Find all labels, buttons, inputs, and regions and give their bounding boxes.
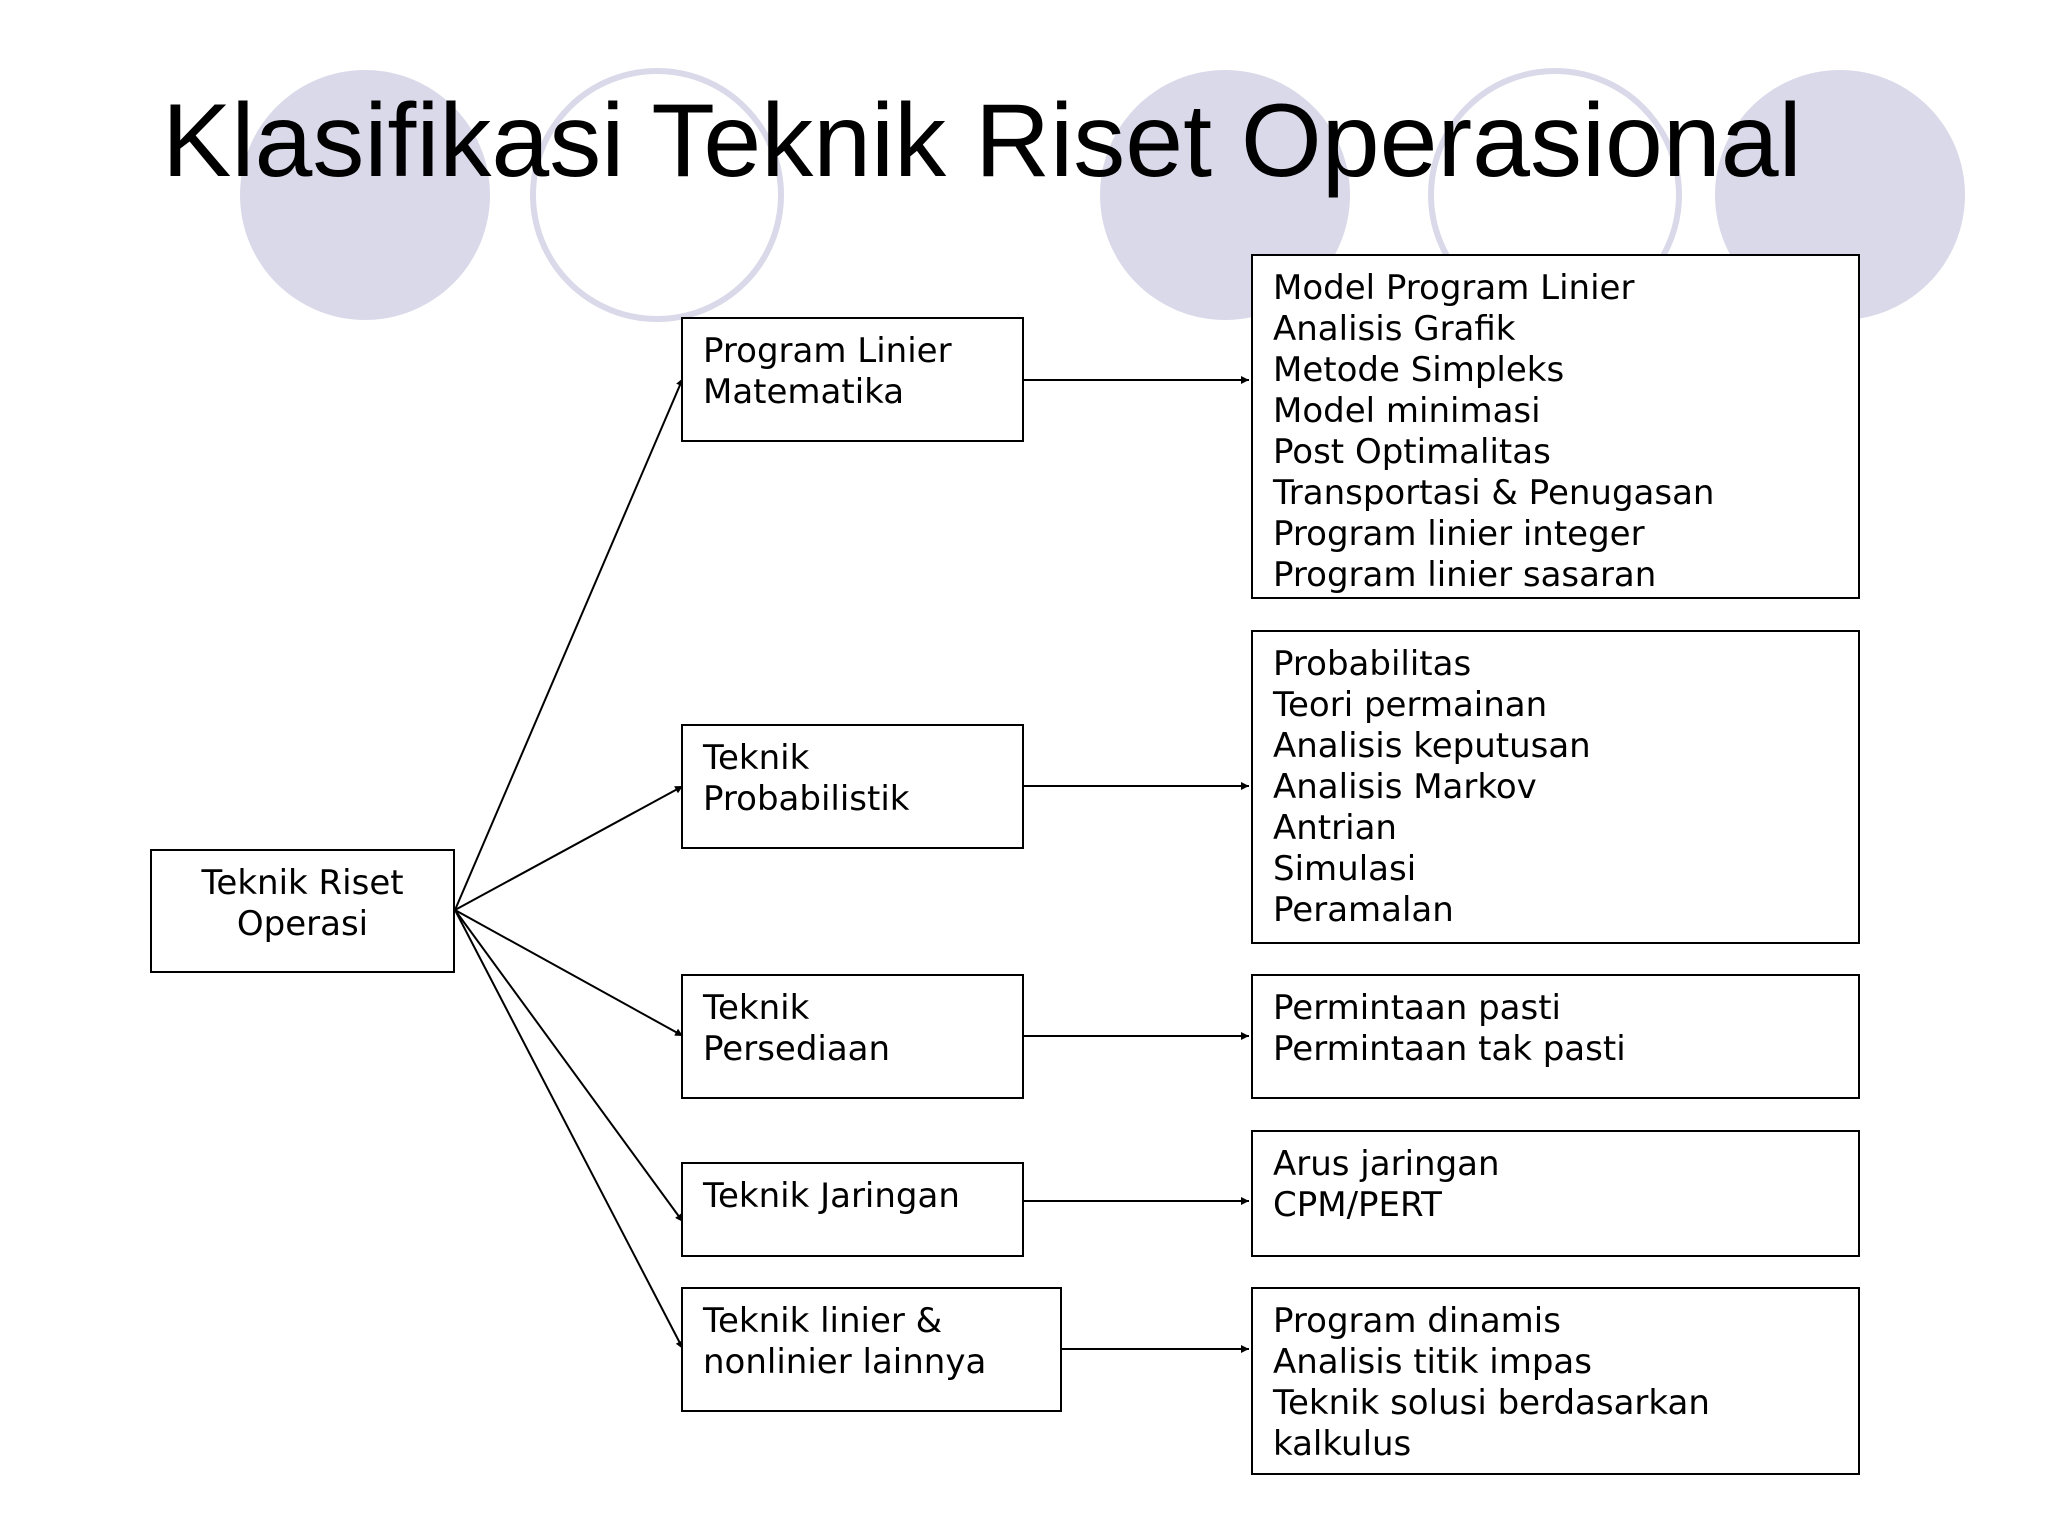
category-label-line: Teknik bbox=[703, 988, 810, 1028]
decor-circle-outline-1 bbox=[530, 68, 784, 322]
slide-title: Klasifikasi Teknik Riset Operasional bbox=[162, 83, 1802, 199]
category-label-line: Probabilistik bbox=[703, 779, 910, 819]
category-node-probabilistik: Teknik Probabilistik bbox=[681, 724, 1024, 849]
detail-item: Metode Simpleks bbox=[1273, 350, 1565, 390]
detail-item: Probabilitas bbox=[1273, 644, 1472, 684]
arrow-root-to-persediaan bbox=[454, 909, 684, 1037]
category-node-program-linier: Program Linier Matematika bbox=[681, 317, 1024, 442]
category-node-linier-nonlinier: Teknik linier & nonlinier lainnya bbox=[681, 1287, 1062, 1412]
category-label-line: Matematika bbox=[703, 372, 905, 412]
detail-item: Post Optimalitas bbox=[1273, 432, 1551, 472]
category-node-jaringan: Teknik Jaringan bbox=[681, 1162, 1024, 1257]
detail-item: Analisis titik impas bbox=[1273, 1342, 1592, 1382]
detail-node-linier-nonlinier: Program dinamis Analisis titik impas Tek… bbox=[1251, 1287, 1860, 1475]
detail-item: Antrian bbox=[1273, 808, 1397, 848]
detail-item: Teori permainan bbox=[1273, 685, 1548, 725]
detail-node-program-linier: Model Program Linier Analisis Grafik Met… bbox=[1251, 254, 1860, 599]
detail-item: Analisis keputusan bbox=[1273, 726, 1591, 766]
detail-node-jaringan: Arus jaringan CPM/PERT bbox=[1251, 1130, 1860, 1257]
detail-item: Transportasi & Penugasan bbox=[1273, 473, 1715, 513]
detail-item: CPM/PERT bbox=[1273, 1185, 1442, 1225]
category-label-line: Teknik bbox=[703, 738, 810, 778]
category-label-line: Program Linier bbox=[703, 331, 952, 371]
detail-item: Arus jaringan bbox=[1273, 1144, 1500, 1184]
detail-item: kalkulus bbox=[1273, 1424, 1412, 1464]
detail-item: Program linier sasaran bbox=[1273, 555, 1657, 595]
category-label-line: Teknik Jaringan bbox=[703, 1176, 960, 1216]
root-node: Teknik Riset Operasi bbox=[150, 849, 455, 973]
detail-item: Model minimasi bbox=[1273, 391, 1541, 431]
arrow-root-to-jaringan bbox=[454, 909, 684, 1223]
decor-circle-filled-1 bbox=[240, 70, 490, 320]
detail-item: Permintaan tak pasti bbox=[1273, 1029, 1626, 1069]
detail-item: Analisis Grafik bbox=[1273, 309, 1516, 349]
detail-item: Peramalan bbox=[1273, 890, 1454, 930]
category-label-line: nonlinier lainnya bbox=[703, 1342, 987, 1382]
category-label-line: Persediaan bbox=[703, 1029, 891, 1069]
detail-item: Permintaan pasti bbox=[1273, 988, 1561, 1028]
detail-item: Program dinamis bbox=[1273, 1301, 1561, 1341]
root-label-line: Operasi bbox=[236, 904, 369, 944]
arrow-root-to-program-linier bbox=[454, 377, 684, 911]
arrow-root-to-probabilistik bbox=[454, 785, 684, 911]
detail-item: Analisis Markov bbox=[1273, 767, 1537, 807]
detail-node-persediaan: Permintaan pasti Permintaan tak pasti bbox=[1251, 974, 1860, 1099]
detail-item: Model Program Linier bbox=[1273, 268, 1635, 308]
category-label-line: Teknik linier & bbox=[703, 1301, 943, 1341]
category-node-persediaan: Teknik Persediaan bbox=[681, 974, 1024, 1099]
arrow-root-to-linier-nonlinier bbox=[454, 909, 684, 1350]
root-label-line: Teknik Riset bbox=[201, 863, 404, 903]
detail-item: Program linier integer bbox=[1273, 514, 1645, 554]
detail-node-probabilistik: Probabilitas Teori permainan Analisis ke… bbox=[1251, 630, 1860, 944]
detail-item: Teknik solusi berdasarkan bbox=[1273, 1383, 1710, 1423]
detail-item: Simulasi bbox=[1273, 849, 1417, 889]
